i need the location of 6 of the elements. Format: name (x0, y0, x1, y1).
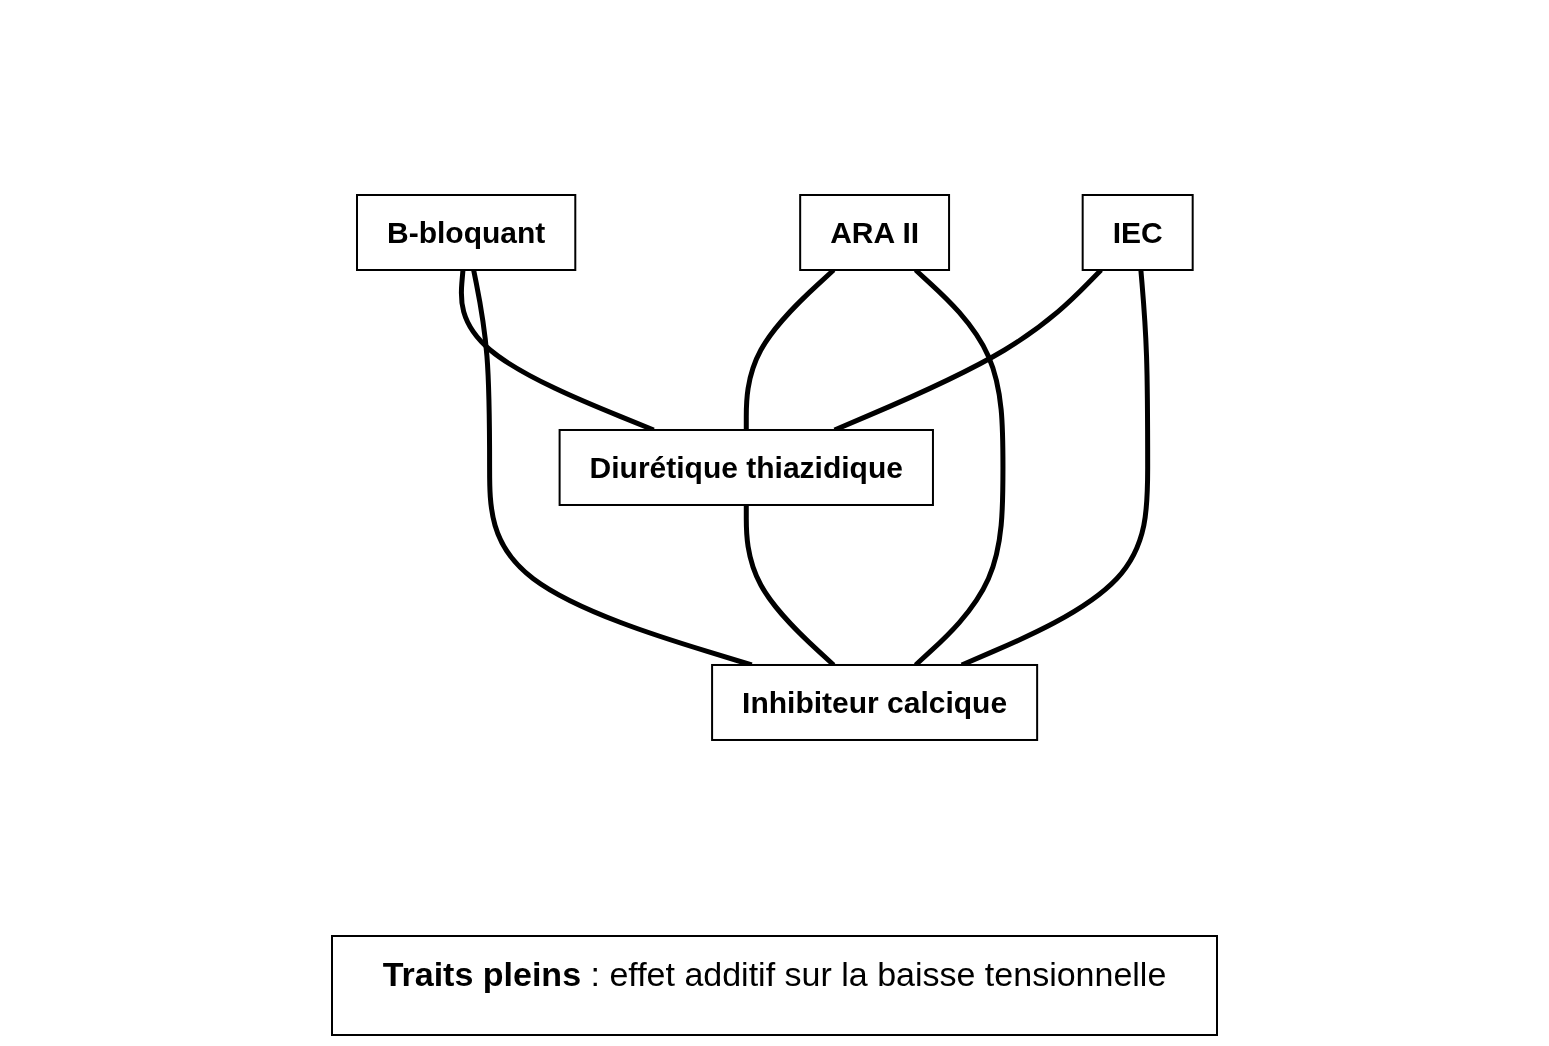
note-text: Traits pleins : effet additif sur la baisse tensionnelle (330, 935, 1219, 1036)
node-box: IEC (1081, 194, 1194, 271)
node-box: Diurétique thiazidique (558, 429, 934, 506)
node-box: ARA II (798, 194, 950, 271)
node-box: B-bloquant (355, 194, 576, 271)
node-box: Inhibiteur calcique (710, 664, 1038, 741)
